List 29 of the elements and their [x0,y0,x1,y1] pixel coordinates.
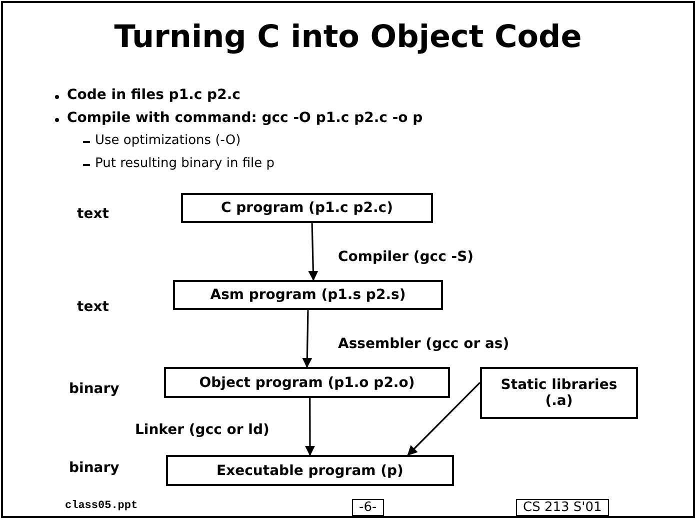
bullet-text: Put resulting binary in file p [95,156,274,171]
file-name: class05.ppt [65,500,138,512]
format-label: text [77,206,109,222]
arrow [302,310,312,368]
process-box [164,367,450,398]
process-box [173,280,443,310]
page-number: -6- [352,499,384,516]
format-label: binary [69,460,120,476]
edge-label: Compiler (gcc -S) [338,249,474,265]
course-label: CS 213 S'01 [516,499,609,516]
slide-title: Turning C into Object Code [113,19,583,55]
format-label: binary [69,381,120,397]
process-box [480,367,638,419]
box-label: Static libraries (.a) [500,377,618,409]
box-label: Asm program (p1.s p2.s) [210,287,406,303]
process-box [181,193,433,223]
bullet-text: Compile with command: gcc -O p1.c p2.c -o p [67,110,423,126]
box-label: Executable program (p) [216,462,404,478]
bullet-text: Code in files p1.c p2.c [67,87,240,103]
process-box [166,455,454,486]
bullet-text: Use optimizations (-O) [95,133,241,148]
format-label: text [77,299,109,315]
arrow [304,398,315,456]
arrow [407,382,481,456]
edge-label: Assembler (gcc or as) [338,336,510,352]
box-label: C program (p1.c p2.c) [221,200,393,216]
box-label: Object program (p1.o p2.o) [199,374,415,390]
edge-label: Linker (gcc or ld) [135,422,270,438]
arrow [308,222,318,281]
